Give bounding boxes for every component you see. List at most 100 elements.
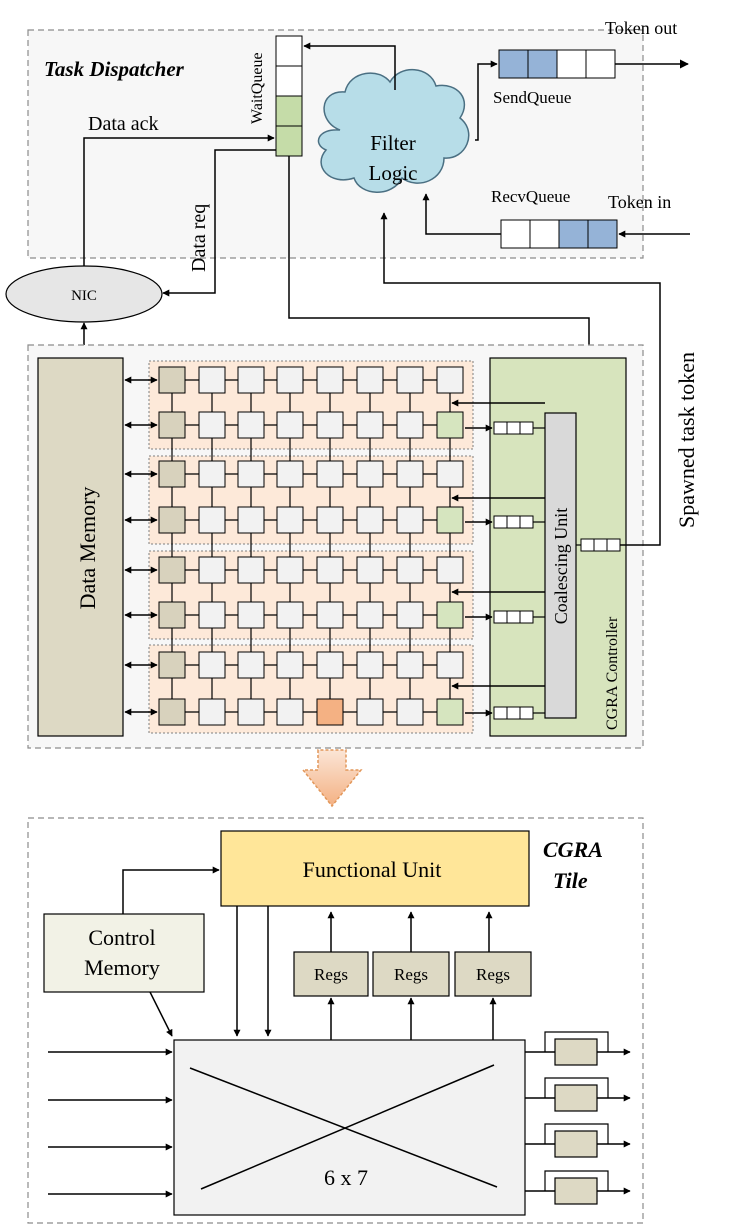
tile-io <box>48 1031 631 1205</box>
pe-tile <box>198 506 226 534</box>
pe-tile <box>276 651 304 679</box>
filter-to-sendqueue-arrow <box>475 60 498 141</box>
control-memory-block <box>43 913 205 993</box>
filter-logic-cloud <box>317 68 470 193</box>
pe-tile <box>396 651 424 679</box>
wait-queue-label: WaitQueue <box>249 52 266 124</box>
spawned-queue-slot <box>606 538 621 552</box>
controller-queue-slot <box>519 610 534 624</box>
pe-tile <box>276 411 304 439</box>
pe-tile <box>316 460 344 488</box>
pe-tile <box>158 601 186 629</box>
recv-queue-slot <box>500 219 531 249</box>
send-queue-slot <box>585 49 616 79</box>
pe-cluster <box>148 550 474 640</box>
pe-tile <box>396 411 424 439</box>
control-to-crossbar-arrow <box>149 991 173 1037</box>
pe-tile <box>316 366 344 394</box>
wait-queue-slot <box>275 95 303 127</box>
pe-tile <box>198 556 226 584</box>
data-memory-block <box>37 357 124 737</box>
pe-tile <box>276 556 304 584</box>
data-memory-label: Data Memory <box>75 487 100 610</box>
recv-queue-slot <box>558 219 589 249</box>
pe-tile <box>436 506 464 534</box>
nic-ellipse <box>5 265 163 323</box>
controller-queue-slot <box>519 515 534 529</box>
pe-tile <box>396 556 424 584</box>
cgra-controller-label: CGRA Controller <box>604 616 621 730</box>
data-ack-label: Data ack <box>88 113 159 135</box>
wait-queue-slot <box>275 125 303 157</box>
pe-tile <box>316 601 344 629</box>
pe-tile <box>276 460 304 488</box>
filter-logic-label-1: Filter <box>370 131 416 155</box>
pe-tile <box>396 698 424 726</box>
nic-label: NIC <box>71 288 97 304</box>
cgra-tile-title-1: CGRA <box>543 837 603 862</box>
token-in-label: Token in <box>608 192 671 212</box>
pe-tile <box>396 506 424 534</box>
coalescing-unit-block <box>544 412 577 719</box>
cgra-array: Data Memory CGRA Controller Coalescing U… <box>27 344 644 749</box>
pe-tile <box>396 460 424 488</box>
pe-cluster <box>148 644 474 734</box>
pe-tile <box>276 698 304 726</box>
recv-queue-slot <box>529 219 560 249</box>
pe-tile <box>158 460 186 488</box>
pe-tile <box>198 460 226 488</box>
filter-logic-label-2: Logic <box>369 161 418 185</box>
wait-queue <box>275 35 303 157</box>
recv-queue-slot <box>587 219 618 249</box>
reg-block-3 <box>454 951 532 997</box>
reg-block-2 <box>372 951 450 997</box>
output-bypass-line <box>544 1170 609 1191</box>
pe-tile <box>237 411 265 439</box>
controller-queue-slot <box>493 515 508 529</box>
spawned-token-arrow <box>380 212 661 546</box>
pe-tile <box>237 366 265 394</box>
spawned-queue-slot <box>593 538 608 552</box>
pe-tile <box>356 698 384 726</box>
pe-tile <box>356 556 384 584</box>
pe-tile <box>436 411 464 439</box>
controller-queue-slot <box>519 421 534 435</box>
pe-tile <box>237 460 265 488</box>
pe-tile <box>316 411 344 439</box>
cgra-tile-title-2: Tile <box>553 868 588 893</box>
controller-queue-slot <box>506 610 521 624</box>
pe-cluster <box>148 455 474 545</box>
crossbar-diagonal <box>200 1064 495 1190</box>
pe-tile <box>436 556 464 584</box>
pe-tile <box>237 506 265 534</box>
send-queue <box>498 49 616 79</box>
controller-queue-slot <box>493 610 508 624</box>
reg-label-1: Regs <box>314 965 348 984</box>
pe-tile <box>158 556 186 584</box>
pe-tile <box>158 506 186 534</box>
output-register <box>554 1084 598 1112</box>
pe-tile <box>198 366 226 394</box>
pe-tile <box>436 366 464 394</box>
controller-queue-slot <box>506 421 521 435</box>
output-bypass-line <box>544 1031 609 1052</box>
pe-tile <box>276 601 304 629</box>
wait-queue-slot <box>275 35 303 67</box>
task-dispatcher: Task Dispatcher WaitQueue Filter Logic S… <box>5 18 690 470</box>
recv-queue <box>500 219 618 249</box>
pe-tile <box>158 366 186 394</box>
recvqueue-to-filter-arrow <box>422 193 501 235</box>
pe-tile <box>436 698 464 726</box>
pe-tile <box>396 366 424 394</box>
wait-queue-slot <box>275 65 303 97</box>
cgra-tile: CGRA Tile Functional Unit Control Memory… <box>27 817 644 1224</box>
pe-tile <box>158 698 186 726</box>
pe-tile <box>356 411 384 439</box>
controller-queue-slot <box>506 706 521 720</box>
pe-tile <box>237 601 265 629</box>
coalescing-unit-label: Coalescing Unit <box>551 508 571 624</box>
pe-tile <box>436 460 464 488</box>
send-queue-slot <box>556 49 587 79</box>
pe-tile <box>198 698 226 726</box>
